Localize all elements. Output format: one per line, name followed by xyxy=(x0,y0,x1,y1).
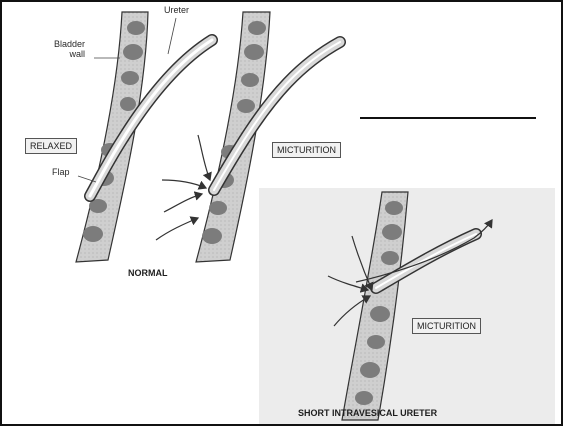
caption-short-intravesical-ureter: SHORT INTRAVESICAL URETER xyxy=(298,408,437,418)
ureter-relaxed xyxy=(90,40,212,196)
bladder-wall-relaxed xyxy=(76,12,148,262)
label-micturition-top: MICTURITION xyxy=(272,142,341,158)
label-bladder-wall: Bladder wall xyxy=(54,40,85,60)
label-ureter: Ureter xyxy=(164,6,189,16)
label-relaxed: RELAXED xyxy=(25,138,77,154)
inset-panel xyxy=(259,188,555,424)
pressure-arrows-normal xyxy=(156,135,210,240)
label-flap: Flap xyxy=(52,168,70,178)
caption-normal: NORMAL xyxy=(128,268,168,278)
label-micturition-bottom: MICTURITION xyxy=(412,318,481,334)
leader-ureter xyxy=(168,18,176,54)
